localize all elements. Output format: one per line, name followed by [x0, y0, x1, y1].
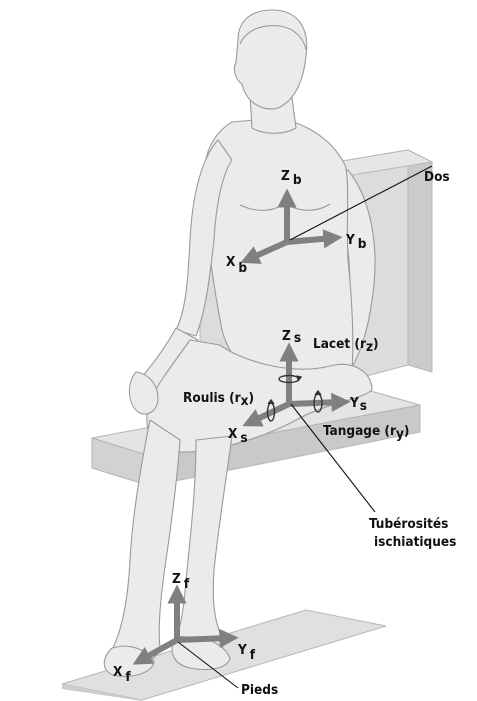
seat-y-axis — [289, 402, 341, 404]
feet-y-axis — [177, 638, 229, 640]
tuberosites-label-line2: ischiatiques — [374, 534, 456, 550]
dos-label: Dos — [424, 169, 450, 185]
tuberosites-label-line1: Tubérosités — [369, 516, 448, 532]
back-y-axis — [287, 238, 333, 242]
pieds-label: Pieds — [241, 682, 278, 698]
